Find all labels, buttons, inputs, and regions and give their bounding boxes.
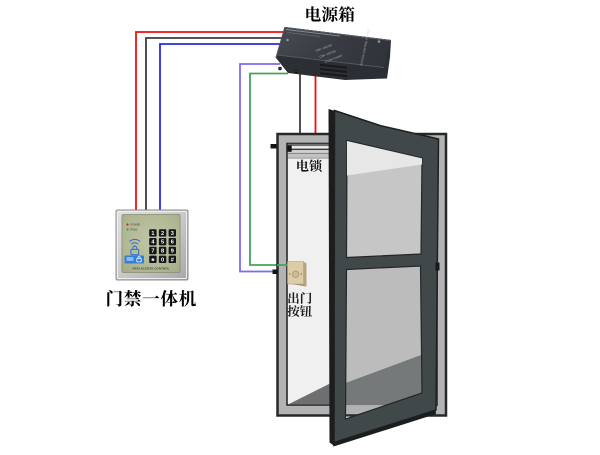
svg-text:CWL-160-06: CWL-160-06: [315, 43, 333, 53]
svg-text:#: #: [171, 257, 175, 263]
svg-text:RFID ACCESS CONTROL: RFID ACCESS CONTROL: [132, 266, 169, 270]
svg-text:12V/5A POWER: 12V/5A POWER: [324, 53, 343, 64]
svg-text:3: 3: [171, 231, 174, 237]
svg-text:POWER: POWER: [131, 223, 141, 227]
svg-text:6: 6: [171, 240, 174, 246]
svg-text:9: 9: [171, 249, 174, 255]
svg-text:1: 1: [151, 231, 154, 237]
svg-text:CWL-160-06: CWL-160-06: [319, 49, 337, 59]
svg-text:5: 5: [161, 240, 164, 246]
svg-text:4: 4: [151, 240, 155, 246]
svg-text:PASS: PASS: [131, 228, 138, 232]
svg-text:7: 7: [151, 249, 154, 255]
svg-text:0: 0: [161, 257, 164, 263]
svg-text:*: *: [151, 256, 155, 266]
svg-text:8: 8: [161, 249, 164, 255]
svg-text:2: 2: [161, 231, 164, 237]
svg-text:ACCESS CONTROL POWER: ACCESS CONTROL POWER: [359, 29, 371, 66]
